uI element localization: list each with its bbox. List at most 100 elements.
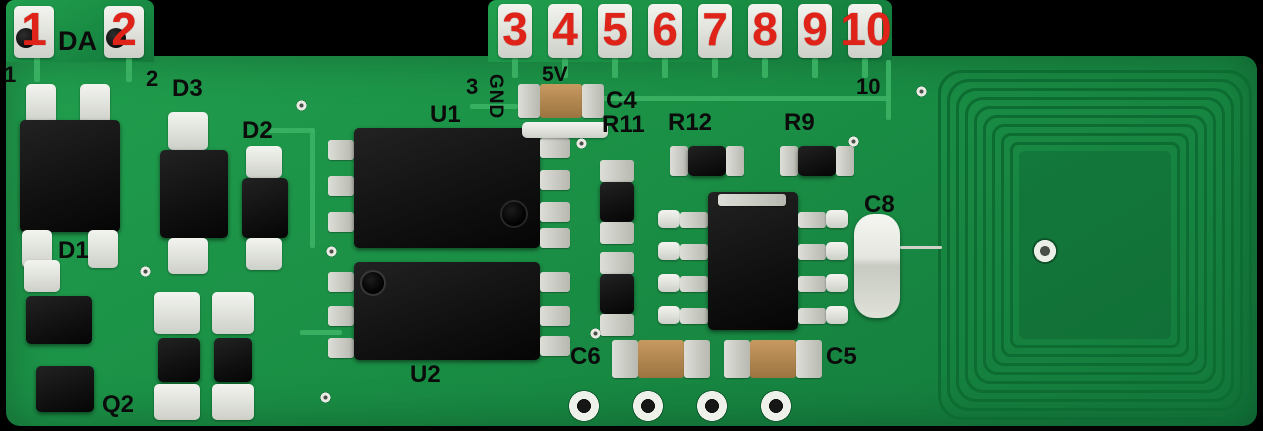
trace xyxy=(712,58,718,78)
edge-pad-6 xyxy=(648,4,682,58)
silkscreen-r11: R11 xyxy=(602,111,645,138)
via xyxy=(576,138,587,149)
component-u1-body xyxy=(354,128,540,248)
r11-end xyxy=(600,160,634,182)
edge-pad-3 xyxy=(498,4,532,58)
coil-ring xyxy=(974,106,1216,384)
pin-number-3: 3 xyxy=(502,3,528,55)
antenna-coil xyxy=(938,70,1252,420)
ic-pin xyxy=(798,276,826,292)
silkscreen-c6: C6 xyxy=(570,343,601,370)
r11-end xyxy=(600,314,634,336)
d2-pad xyxy=(246,238,282,270)
cluster-pad xyxy=(154,384,200,420)
trace xyxy=(762,58,768,78)
coil-via-hole xyxy=(1032,238,1058,264)
u2-pin xyxy=(328,338,354,358)
cluster-pad xyxy=(154,292,200,334)
edge-pad-7 xyxy=(698,4,732,58)
silkscreen-c5: C5 xyxy=(826,343,857,370)
pin-number-10: 10 xyxy=(840,3,892,55)
pad-hole-2 xyxy=(106,28,126,48)
coil-lead-wire xyxy=(900,246,942,249)
via xyxy=(916,86,927,97)
ic-pin xyxy=(798,212,826,228)
trace xyxy=(310,128,315,248)
ic-pad xyxy=(826,274,848,292)
c5-end xyxy=(796,340,822,378)
ic-pin xyxy=(680,244,708,260)
pad-hole-1 xyxy=(16,28,36,48)
r9-body xyxy=(798,146,836,176)
r11-end xyxy=(600,252,634,274)
u2-pin xyxy=(540,272,570,292)
silkscreen-r9: R9 xyxy=(784,109,815,136)
edge-pad-5 xyxy=(598,4,632,58)
coil-ring xyxy=(1001,133,1189,357)
edge-pad-8 xyxy=(748,4,782,58)
c6-end xyxy=(612,340,638,378)
silkscreen-3: 3 xyxy=(466,74,479,99)
trace xyxy=(34,56,40,82)
via xyxy=(296,100,307,111)
silkscreen-q2: Q2 xyxy=(102,391,135,418)
silkscreen-u2: U2 xyxy=(410,361,441,388)
cluster-pad xyxy=(212,384,254,420)
mounting-hole xyxy=(632,390,664,422)
ic-top-band xyxy=(718,194,786,206)
silkscreen-d3: D3 xyxy=(172,75,203,102)
r11-end xyxy=(600,222,634,244)
via xyxy=(326,246,337,257)
edge-pad-10 xyxy=(848,4,882,58)
silkscreen-c4: C4 xyxy=(606,87,637,114)
u1-pin xyxy=(540,228,570,248)
silkscreen-u1: U1 xyxy=(430,101,461,128)
r9-end xyxy=(836,146,854,176)
component-q2-body xyxy=(36,366,94,412)
trace xyxy=(886,60,891,120)
u1-pin xyxy=(328,176,354,196)
mounting-hole xyxy=(760,390,792,422)
via xyxy=(320,392,331,403)
c6-body xyxy=(638,340,684,378)
pin-number-8: 8 xyxy=(752,3,778,55)
coil-ring xyxy=(992,124,1198,366)
u1-pin xyxy=(540,138,570,158)
silkscreen-1: 1 xyxy=(4,62,17,87)
coil-ring xyxy=(956,88,1234,402)
ic-pad xyxy=(826,242,848,260)
pin-number-5: 5 xyxy=(602,3,628,55)
trace xyxy=(560,96,890,101)
r11-body xyxy=(600,182,634,222)
pin-number-7: 7 xyxy=(702,3,728,55)
edge-pad-9 xyxy=(798,4,832,58)
pin-number-4: 4 xyxy=(552,3,578,55)
silkscreen-da: DA xyxy=(58,26,97,56)
r12-end xyxy=(670,146,688,176)
c5-body xyxy=(750,340,796,378)
pin-number-6: 6 xyxy=(652,3,678,55)
component-u2-body xyxy=(354,262,540,360)
pin-number-1: 1 xyxy=(21,3,47,55)
component-ic-body xyxy=(708,192,798,330)
trace xyxy=(812,58,818,78)
trace xyxy=(126,56,132,82)
ic-pin xyxy=(680,212,708,228)
via xyxy=(140,266,151,277)
trace xyxy=(662,58,668,78)
via xyxy=(590,328,601,339)
cluster-pad xyxy=(212,292,254,334)
coil-ring xyxy=(938,70,1252,420)
ic-pad xyxy=(658,274,680,292)
u1-pin xyxy=(328,212,354,232)
ic-pad xyxy=(658,306,680,324)
ic-pad xyxy=(826,210,848,228)
u1-pin xyxy=(328,140,354,160)
u2-pin xyxy=(540,306,570,326)
c4-end xyxy=(518,84,540,118)
ic-pin xyxy=(798,244,826,260)
u1-pin xyxy=(540,202,570,222)
silkscreen-2: 2 xyxy=(146,66,159,91)
ic-pad xyxy=(658,242,680,260)
